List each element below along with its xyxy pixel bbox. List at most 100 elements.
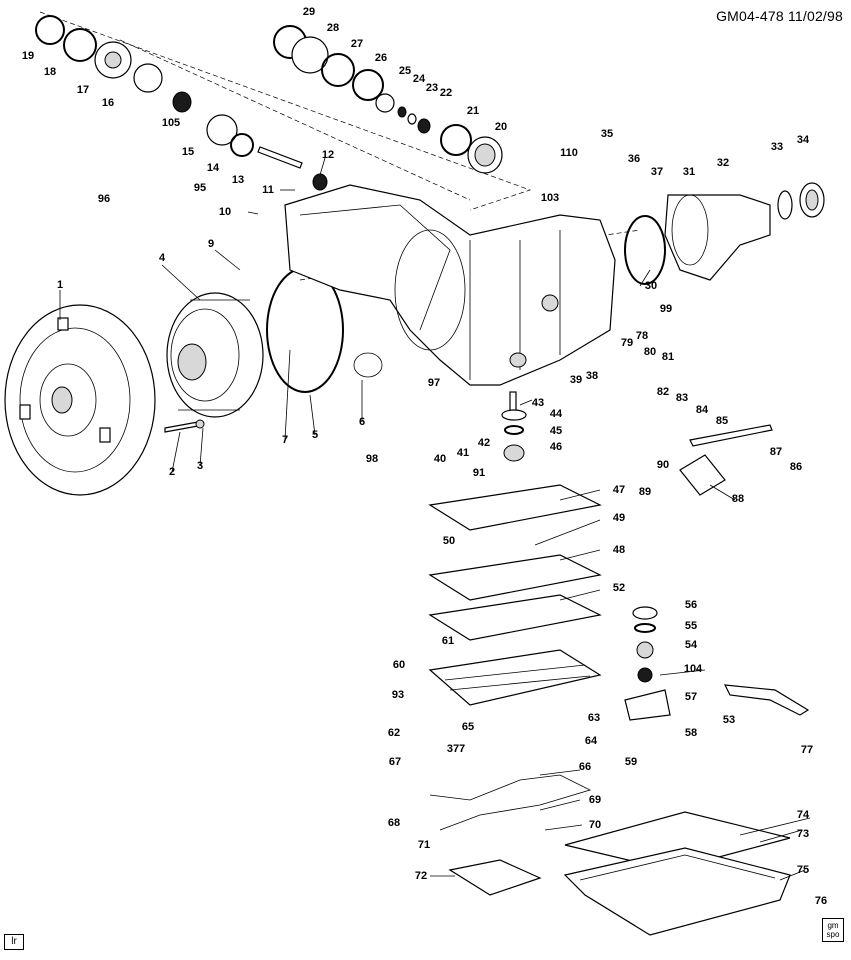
callout-15: 15 — [181, 146, 195, 158]
callout-93: 93 — [391, 689, 405, 701]
callout-25: 25 — [398, 65, 412, 77]
callout-58: 58 — [684, 727, 698, 739]
callout-105: 105 — [161, 117, 181, 129]
callout-46: 46 — [549, 441, 563, 453]
diagram-code: GM04-478 — [716, 8, 784, 24]
callout-52: 52 — [612, 582, 626, 594]
callout-10: 10 — [218, 206, 232, 218]
upper-parts — [35, 15, 503, 191]
callout-76: 76 — [814, 895, 828, 907]
bushing — [777, 190, 793, 220]
callout-62: 62 — [387, 727, 401, 739]
manual-lever — [679, 454, 726, 496]
pump-bolt — [164, 419, 205, 433]
callout-66: 66 — [578, 761, 592, 773]
callout-53: 53 — [722, 714, 736, 726]
callout-83: 83 — [675, 392, 689, 404]
callout-71: 71 — [417, 839, 431, 851]
callout-79: 79 — [620, 337, 634, 349]
callout-90: 90 — [656, 459, 670, 471]
callout-34: 34 — [796, 134, 810, 146]
callout-77: 77 — [800, 744, 814, 756]
callout-7: 7 — [281, 434, 289, 446]
callout-68: 68 — [387, 817, 401, 829]
callout-36: 36 — [627, 153, 641, 165]
callout-56: 56 — [684, 599, 698, 611]
callout-88: 88 — [731, 493, 745, 505]
callout-14: 14 — [206, 162, 220, 174]
callout-80: 80 — [643, 346, 657, 358]
callout-61: 61 — [441, 635, 455, 647]
callout-44: 44 — [549, 408, 563, 420]
logo-line-2: spo — [826, 930, 840, 939]
torque-converter — [4, 304, 156, 496]
callout-59: 59 — [624, 756, 638, 768]
callout-98: 98 — [365, 453, 379, 465]
callout-82: 82 — [656, 386, 670, 398]
callout-65: 65 — [461, 721, 475, 733]
callout-40: 40 — [433, 453, 447, 465]
callout-2: 2 — [168, 466, 176, 478]
callout-377: 377 — [446, 743, 466, 755]
callout-17: 17 — [76, 84, 90, 96]
callout-27: 27 — [350, 38, 364, 50]
callout-64: 64 — [584, 735, 598, 747]
callout-3: 3 — [196, 460, 204, 472]
callout-70: 70 — [588, 819, 602, 831]
reference-code-box: lr — [4, 934, 24, 950]
bracket — [723, 684, 810, 716]
callout-12: 12 — [321, 149, 335, 161]
callout-99: 99 — [659, 303, 673, 315]
callout-78: 78 — [635, 330, 649, 342]
valve-stack — [501, 391, 671, 721]
callout-21: 21 — [466, 105, 480, 117]
callout-48: 48 — [612, 544, 626, 556]
callout-39: 39 — [569, 374, 583, 386]
callout-20: 20 — [494, 121, 508, 133]
callout-103: 103 — [540, 192, 560, 204]
extension-seal-ring — [624, 215, 666, 285]
callout-26: 26 — [374, 52, 388, 64]
callout-41: 41 — [456, 447, 470, 459]
callout-55: 55 — [684, 620, 698, 632]
callout-91: 91 — [472, 467, 486, 479]
callout-43: 43 — [531, 397, 545, 409]
transmission-case — [284, 184, 616, 386]
callout-50: 50 — [442, 535, 456, 547]
callout-24: 24 — [412, 73, 426, 85]
callout-31: 31 — [682, 166, 696, 178]
callout-19: 19 — [21, 50, 35, 62]
output-seal-inner — [805, 189, 819, 211]
callout-16: 16 — [101, 97, 115, 109]
callout-72: 72 — [414, 870, 428, 882]
callout-37: 37 — [650, 166, 664, 178]
callout-35: 35 — [600, 128, 614, 140]
oil-pan — [563, 811, 791, 936]
callout-84: 84 — [695, 404, 709, 416]
callout-81: 81 — [661, 351, 675, 363]
reference-code: lr — [11, 936, 17, 947]
callout-95: 95 — [193, 182, 207, 194]
callout-4: 4 — [158, 252, 166, 264]
callout-67: 67 — [388, 756, 402, 768]
callout-47: 47 — [612, 484, 626, 496]
callout-74: 74 — [796, 809, 810, 821]
callout-5: 5 — [311, 429, 319, 441]
gm-spo-logo: gm spo — [822, 918, 844, 942]
callout-22: 22 — [439, 87, 453, 99]
valve-plates — [428, 484, 602, 706]
callout-38: 38 — [585, 370, 599, 382]
callout-18: 18 — [43, 66, 57, 78]
callout-86: 86 — [789, 461, 803, 473]
callout-54: 54 — [684, 639, 698, 651]
callout-42: 42 — [477, 437, 491, 449]
callout-29: 29 — [302, 6, 316, 18]
shift-linkage — [689, 424, 773, 447]
extension-housing — [664, 194, 771, 281]
callout-28: 28 — [326, 22, 340, 34]
callout-13: 13 — [231, 174, 245, 186]
wiring-harness — [429, 774, 592, 831]
callout-75: 75 — [796, 864, 810, 876]
callout-110: 110 — [560, 147, 578, 159]
